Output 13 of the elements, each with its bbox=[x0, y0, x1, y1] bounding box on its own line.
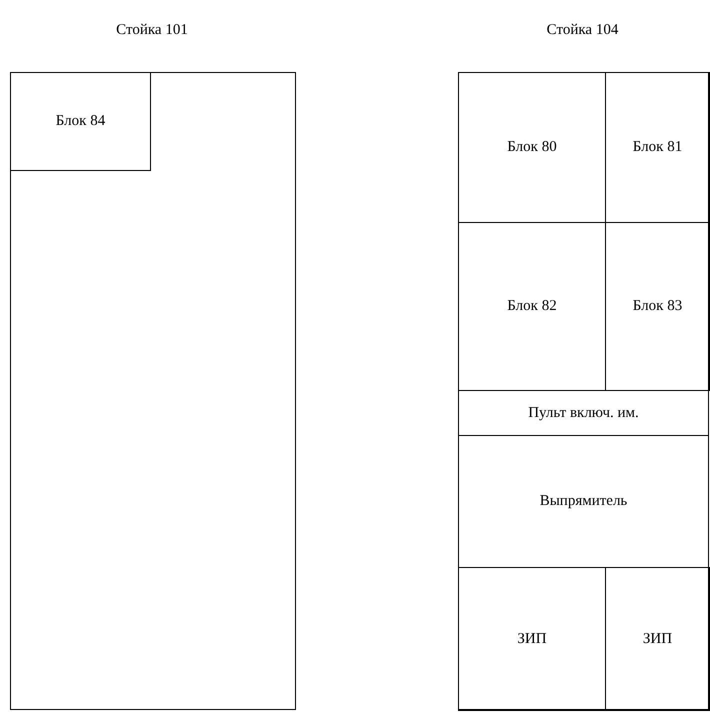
unit-label: Блок 83 bbox=[632, 298, 682, 315]
unit-label: ЗИП bbox=[517, 630, 547, 648]
unit-label: Выпрямитель bbox=[540, 493, 628, 510]
rack-title: Стойка 101 bbox=[116, 22, 188, 39]
unit-label: Пульт включ. им. bbox=[528, 404, 639, 422]
unit-box bbox=[10, 72, 151, 171]
unit-label: Блок 81 bbox=[632, 139, 682, 156]
unit-box bbox=[605, 567, 710, 711]
unit-label: Блок 84 bbox=[56, 113, 106, 130]
unit-label: Блок 80 bbox=[507, 139, 557, 156]
rack-title: Стойка 104 bbox=[546, 22, 618, 39]
unit-label: Блок 82 bbox=[507, 298, 557, 315]
unit-label: ЗИП bbox=[642, 630, 672, 648]
